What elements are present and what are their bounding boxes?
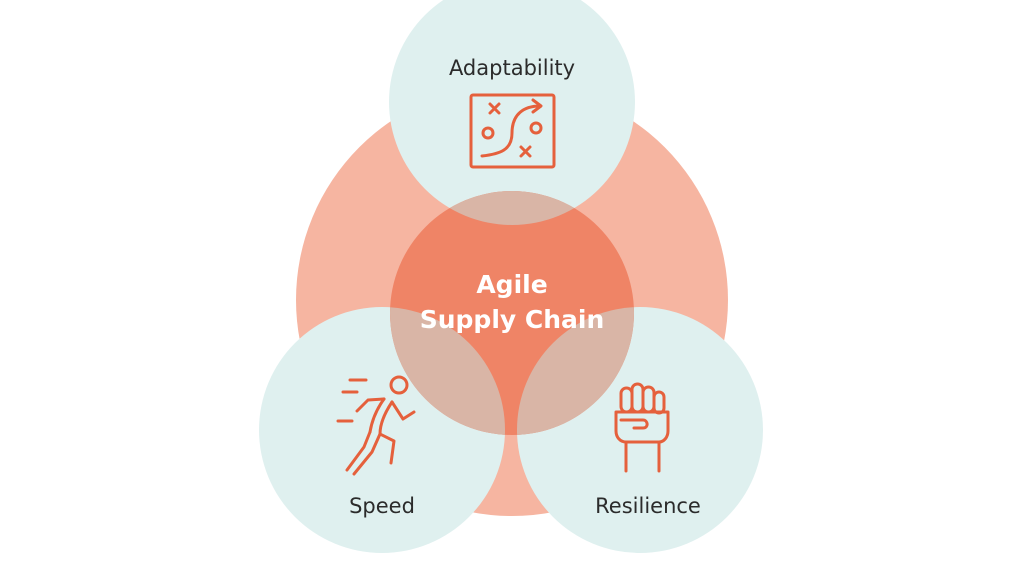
overlap-left <box>390 307 505 435</box>
raised-fist-icon <box>614 382 670 473</box>
label-speed: Speed <box>349 494 415 518</box>
strategy-board-icon <box>469 93 556 169</box>
label-resilience: Resilience <box>595 494 701 518</box>
circle-adaptability <box>389 0 635 225</box>
label-adaptability: Adaptability <box>449 56 575 80</box>
overlap-right <box>517 307 634 435</box>
center-label-line1: Agile <box>476 270 547 299</box>
center-label-line2: Supply Chain <box>420 305 605 334</box>
running-person-icon <box>336 375 416 476</box>
